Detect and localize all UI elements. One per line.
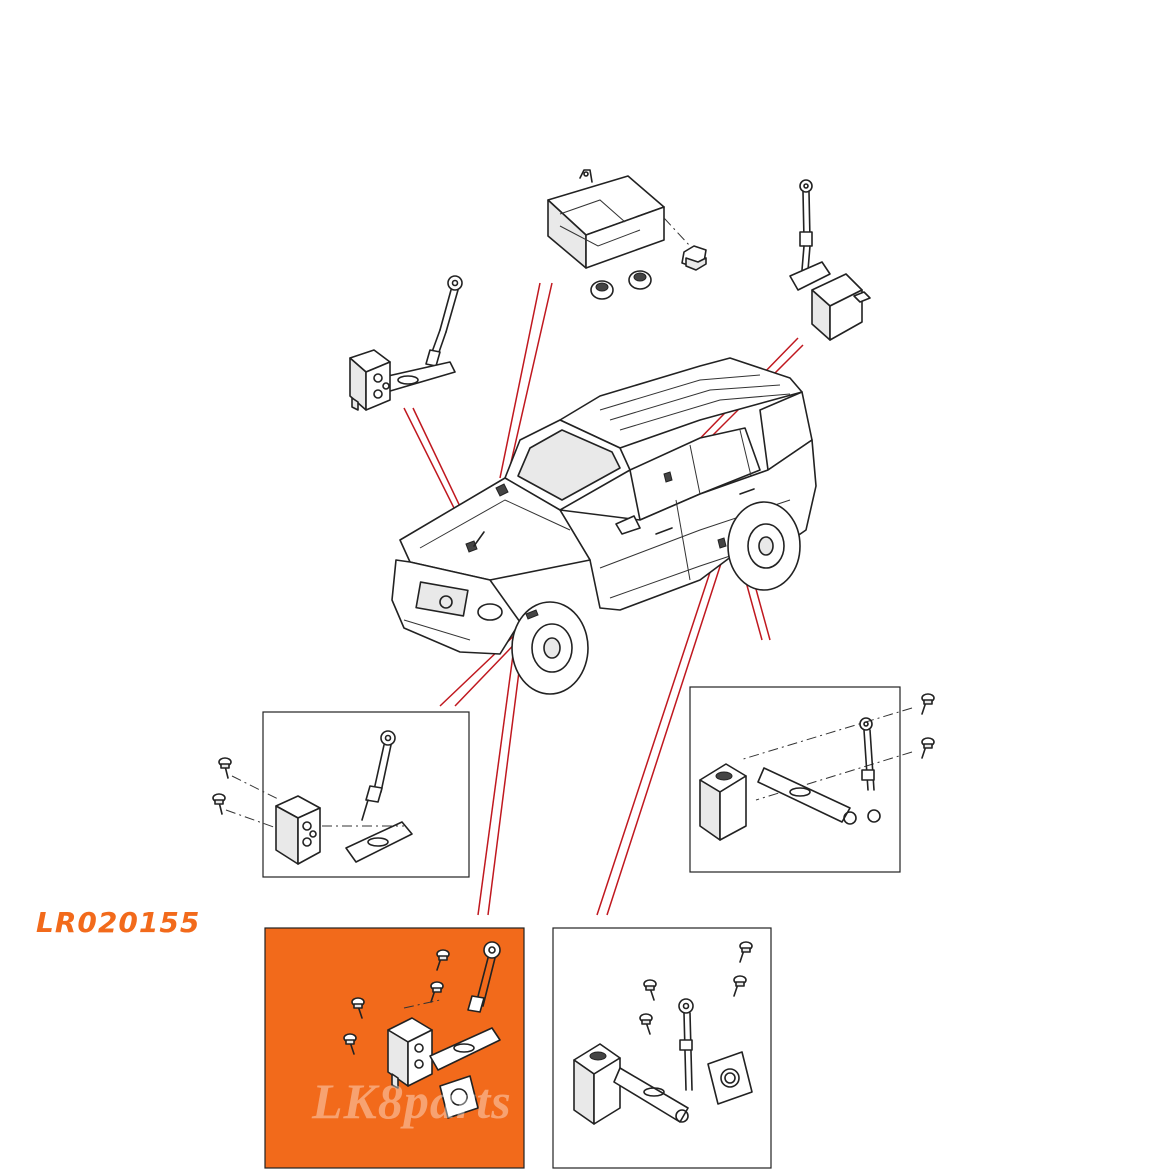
bolt-icon <box>343 1033 357 1055</box>
bolt-icon <box>639 1013 653 1035</box>
rear-sensor-kit-box[interactable] <box>552 927 772 1169</box>
part-number-label: LR020155 <box>36 906 201 939</box>
bolt-icon <box>430 981 444 1003</box>
rear-sensor-detail[interactable] <box>699 693 935 841</box>
bolt-icon <box>921 693 935 715</box>
bolt-icon <box>643 979 657 1001</box>
front-sensor-detail[interactable] <box>212 730 413 865</box>
bolt-icon <box>921 737 935 759</box>
highlighted-sensor-kit[interactable] <box>343 941 501 1119</box>
control-module[interactable] <box>547 169 707 300</box>
bolt-icon <box>218 757 232 779</box>
bolt-icon <box>739 941 753 963</box>
rear-sensor-kit[interactable] <box>573 941 753 1125</box>
vehicle-outline <box>391 357 817 695</box>
watermark: LK8parts <box>312 1073 512 1129</box>
bolt-icon <box>733 975 747 997</box>
bolt-icon <box>351 997 365 1019</box>
bolt-icon <box>212 793 226 815</box>
bolt-icon <box>436 949 450 971</box>
front-left-height-sensor[interactable] <box>349 275 463 411</box>
rear-right-height-sensor[interactable] <box>789 179 871 341</box>
